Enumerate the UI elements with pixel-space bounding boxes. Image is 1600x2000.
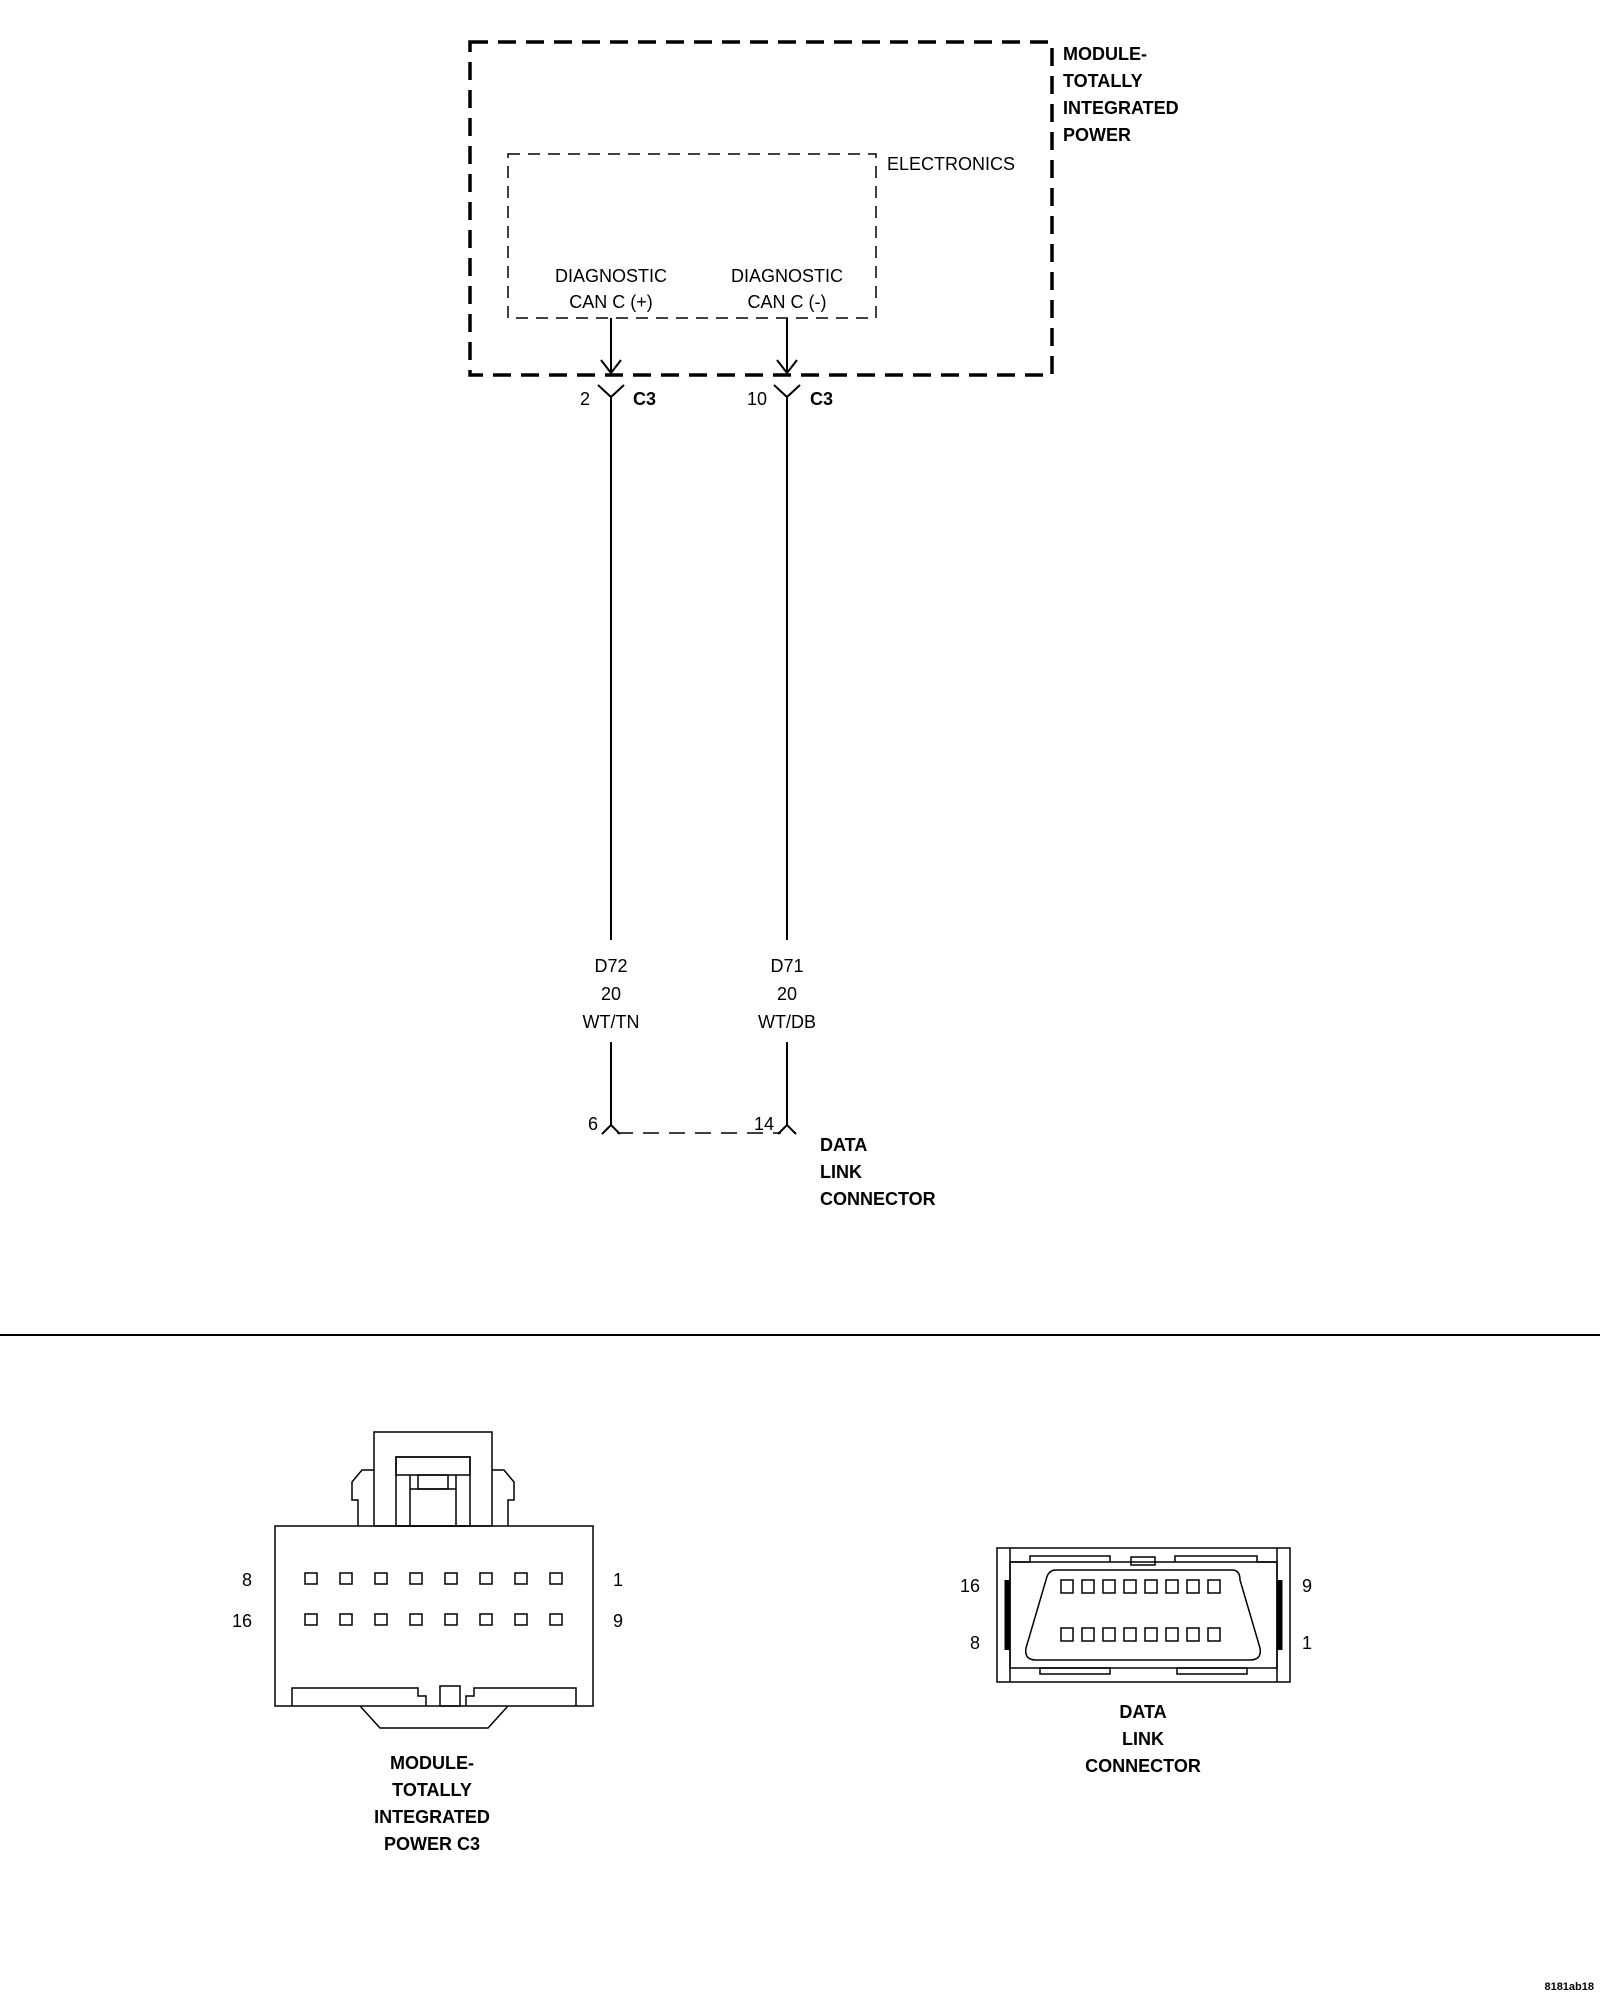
wire-1-dlc-terminal bbox=[601, 1123, 621, 1135]
tipm-c3-pin bbox=[409, 1613, 423, 1626]
electronics-outline bbox=[507, 153, 877, 319]
wire-2-circuit: D71 bbox=[770, 956, 803, 976]
wire-d72: 2 C3 D72 20 WT/TN 6 bbox=[580, 318, 656, 1135]
module-title-line-3: INTEGRATED bbox=[1063, 98, 1179, 118]
dlc-pin bbox=[1102, 1579, 1116, 1594]
dlc-pin bbox=[1207, 1579, 1221, 1594]
tipm-c3-caption-line-1: MODULE- bbox=[390, 1753, 474, 1773]
dlc-label-top-left: 16 bbox=[960, 1576, 980, 1596]
dlc-pin bbox=[1081, 1627, 1095, 1642]
module-title: MODULE- TOTALLY INTEGRATED POWER bbox=[1063, 44, 1179, 145]
wire-1-gauge: 20 bbox=[601, 984, 621, 1004]
dlc-pin-row-bottom bbox=[1060, 1627, 1221, 1642]
dlc-label-bottom-left: 8 bbox=[970, 1633, 980, 1653]
tipm-c3-label-bottom-left: 16 bbox=[232, 1611, 252, 1631]
dlc-pin bbox=[1165, 1579, 1179, 1594]
wire-1-dlc-pin: 6 bbox=[588, 1114, 598, 1134]
wire-2-dlc-terminal bbox=[777, 1123, 797, 1135]
dlc-title-line-2: LINK bbox=[820, 1162, 862, 1182]
dlc-caption-line-2: LINK bbox=[1122, 1729, 1164, 1749]
dlc-title: DATA LINK CONNECTOR bbox=[820, 1135, 936, 1209]
dlc-title-line-3: CONNECTOR bbox=[820, 1189, 936, 1209]
tipm-c3-latch bbox=[351, 1431, 515, 1527]
wire-2-gauge: 20 bbox=[777, 984, 797, 1004]
dlc-caption-line-1: DATA bbox=[1119, 1702, 1166, 1722]
wire-1-pin: 2 bbox=[580, 389, 590, 409]
dlc-pin bbox=[1144, 1579, 1158, 1594]
module-title-line-4: POWER bbox=[1063, 125, 1131, 145]
tipm-c3-pin-row-bottom bbox=[304, 1613, 563, 1626]
dlc-pin-row-top bbox=[1060, 1579, 1221, 1594]
dlc-pin bbox=[1186, 1579, 1200, 1594]
circuit-2-name-line-2: CAN C (-) bbox=[748, 292, 827, 312]
dlc-face bbox=[1024, 1569, 1262, 1661]
tipm-c3-pin bbox=[409, 1572, 423, 1585]
dlc-pin bbox=[1060, 1579, 1074, 1594]
tipm-c3-pin bbox=[304, 1572, 318, 1585]
electronics-label: ELECTRONICS bbox=[887, 154, 1015, 174]
tipm-c3-pin bbox=[339, 1613, 353, 1626]
dlc-pin bbox=[1060, 1627, 1074, 1642]
wire-2-pin: 10 bbox=[747, 389, 767, 409]
module-outline bbox=[468, 40, 1054, 377]
tipm-c3-caption-line-4: POWER C3 bbox=[384, 1834, 480, 1854]
tipm-c3-pin bbox=[479, 1572, 493, 1585]
circuit-1-name-line-1: DIAGNOSTIC bbox=[555, 266, 667, 286]
wire-2-color: WT/DB bbox=[758, 1012, 816, 1032]
dlc-label-bottom-right: 1 bbox=[1302, 1633, 1312, 1653]
tipm-c3-pin bbox=[374, 1613, 388, 1626]
wire-2-dlc-pin: 14 bbox=[754, 1114, 774, 1134]
tipm-c3-pin bbox=[479, 1613, 493, 1626]
dlc-caption-line-3: CONNECTOR bbox=[1085, 1756, 1201, 1776]
wire-2-connector-id: C3 bbox=[810, 389, 833, 409]
tipm-c3-caption-line-2: TOTALLY bbox=[392, 1780, 472, 1800]
tipm-c3-pin bbox=[304, 1613, 318, 1626]
tipm-c3-pin bbox=[444, 1613, 458, 1626]
dlc-inner-frame bbox=[1009, 1561, 1278, 1669]
wire-1-connector-symbol bbox=[597, 384, 625, 399]
wire-2-connector-symbol bbox=[773, 384, 801, 399]
tipm-c3-label-top-left: 8 bbox=[242, 1570, 252, 1590]
tipm-c3-body bbox=[274, 1525, 594, 1707]
figure-id: 8181ab18 bbox=[1544, 1981, 1594, 1993]
module-title-line-2: TOTALLY bbox=[1063, 71, 1143, 91]
dlc-pin bbox=[1123, 1627, 1137, 1642]
wire-1-color: WT/TN bbox=[583, 1012, 640, 1032]
dlc-pin bbox=[1207, 1627, 1221, 1642]
module-title-line-1: MODULE- bbox=[1063, 44, 1147, 64]
tipm-c3-connector-view: 8 1 16 9 MODULE- TOTALLY INTEGRATED POWE… bbox=[232, 1431, 623, 1854]
wire-2-arrow bbox=[776, 359, 798, 375]
tipm-c3-label-bottom-right: 9 bbox=[613, 1611, 623, 1631]
dlc-connector-view: 16 9 8 1 DATA LINK CONNECTOR bbox=[960, 1547, 1312, 1776]
wire-d71: 10 C3 D71 20 WT/DB 14 bbox=[747, 318, 833, 1135]
tipm-c3-bottom-rail bbox=[291, 1685, 577, 1729]
dlc-title-line-1: DATA bbox=[820, 1135, 867, 1155]
dlc-pin bbox=[1186, 1627, 1200, 1642]
wire-1-connector-id: C3 bbox=[633, 389, 656, 409]
tipm-c3-pin bbox=[339, 1572, 353, 1585]
tipm-c3-pin-row-top bbox=[304, 1572, 563, 1585]
tipm-c3-pin bbox=[514, 1613, 528, 1626]
wire-1-arrow bbox=[600, 359, 622, 375]
tipm-c3-label-top-right: 1 bbox=[613, 1570, 623, 1590]
tipm-c3-caption-line-3: INTEGRATED bbox=[374, 1807, 490, 1827]
module-block: MODULE- TOTALLY INTEGRATED POWER ELECTRO… bbox=[468, 40, 1179, 377]
dlc-pin bbox=[1102, 1627, 1116, 1642]
tipm-c3-pin bbox=[514, 1572, 528, 1585]
dlc-pin bbox=[1081, 1579, 1095, 1594]
circuit-2-name-line-1: DIAGNOSTIC bbox=[731, 266, 843, 286]
wire-1-circuit: D72 bbox=[594, 956, 627, 976]
tipm-c3-pin bbox=[374, 1572, 388, 1585]
dlc-pin bbox=[1144, 1627, 1158, 1642]
dlc-pin bbox=[1123, 1579, 1137, 1594]
tipm-c3-pin bbox=[549, 1613, 563, 1626]
dlc-pin bbox=[1165, 1627, 1179, 1642]
dlc-label-top-right: 9 bbox=[1302, 1576, 1312, 1596]
tipm-c3-pin bbox=[444, 1572, 458, 1585]
circuit-1-name-line-2: CAN C (+) bbox=[569, 292, 653, 312]
dlc-outer-frame bbox=[996, 1547, 1291, 1683]
tipm-c3-pin bbox=[549, 1572, 563, 1585]
